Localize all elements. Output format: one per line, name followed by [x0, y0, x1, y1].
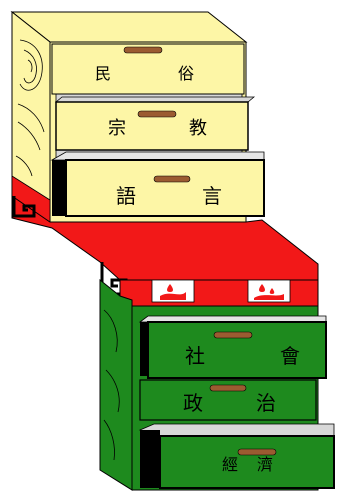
drawer-label-left: 民: [95, 64, 111, 83]
drop-icon: [167, 284, 173, 292]
lower-cabinet: 社 會 政 治 經 濟: [99, 278, 335, 491]
tray-left: [151, 279, 195, 303]
curl-ornament-icon: [12, 196, 36, 218]
tray-right: [247, 279, 291, 303]
drawer-handle-icon: [213, 331, 253, 339]
wood-grain-icon: [103, 309, 120, 461]
drawer-label-right: 會: [280, 344, 300, 368]
drawer-handle-icon: [153, 175, 191, 183]
drawer-label-left: 經: [222, 455, 238, 474]
drop-icon: [269, 288, 275, 294]
drawer-label-right: 濟: [257, 455, 273, 474]
drawer-language[interactable]: 語 言: [50, 151, 265, 217]
drawer-society[interactable]: 社 會: [138, 315, 327, 379]
drawer-handle-icon: [209, 384, 247, 392]
wood-grain-icon: [15, 39, 45, 177]
drawer-folklore[interactable]: 民 俗: [51, 43, 245, 95]
drawer-religion[interactable]: 宗 教: [54, 96, 256, 151]
drawer-label-right: 言: [202, 184, 222, 208]
drawer-label-right: 俗: [178, 64, 194, 83]
red-connector: [11, 175, 319, 307]
drawer-label-right: 教: [189, 118, 207, 139]
upper-cabinet: 民 俗 宗 教 語 言: [10, 10, 265, 223]
drop-icon: [259, 284, 265, 292]
drawer-label-left: 政: [183, 391, 203, 415]
drawer-label-left: 社: [185, 344, 205, 368]
drawer-handle-icon: [137, 110, 177, 118]
drawer-label-left: 宗: [108, 118, 126, 139]
drawer-economy[interactable]: 經 濟: [138, 423, 335, 489]
drawer-handle-icon: [237, 448, 277, 456]
drawer-politics[interactable]: 政 治: [139, 379, 317, 421]
drawer-label-right: 治: [256, 391, 276, 415]
drawer-label-left: 語: [116, 184, 136, 208]
drawer-handle-icon: [123, 46, 163, 54]
upper-cabinet-top: [10, 11, 248, 43]
